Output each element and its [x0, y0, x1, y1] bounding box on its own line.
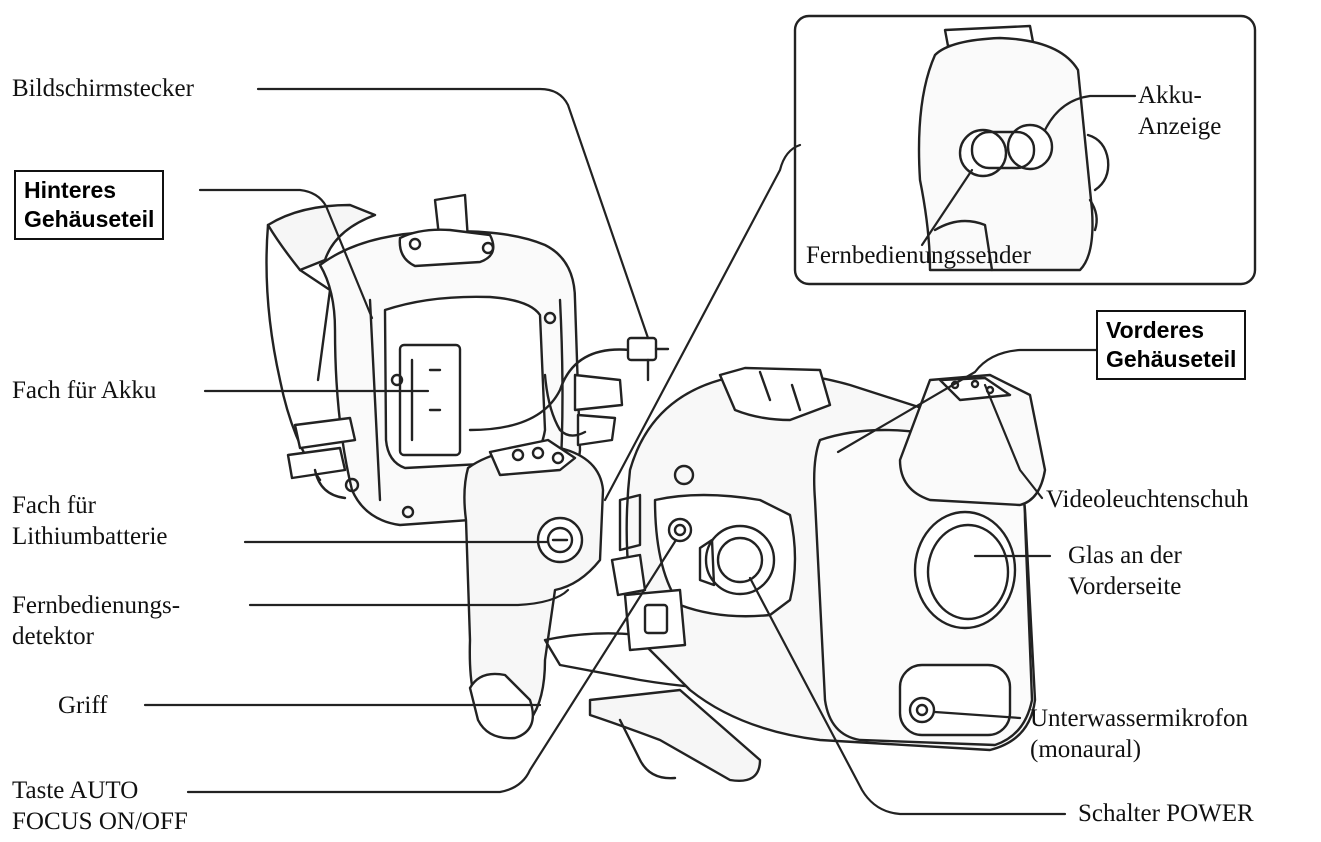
label-akku-anzeige: Akku- Anzeige — [1138, 80, 1221, 142]
label-hinteres-line2: Gehäuseteil — [24, 206, 155, 232]
remote-sender-inset — [793, 14, 1257, 286]
leader-lines — [143, 87, 1137, 816]
label-fernbedienungssender: Fernbedienungssender — [806, 242, 1031, 269]
grip — [463, 438, 762, 782]
label-taste-af-line1: Taste AUTO — [12, 777, 139, 804]
label-unterwassermikrofon: Unterwassermikrofon (monaural) — [1030, 703, 1248, 765]
label-fach-lithium-line1: Fach für — [12, 492, 96, 519]
label-taste-auto-focus: Taste AUTO FOCUS ON/OFF — [12, 775, 188, 837]
label-akku-anzeige-line2: Anzeige — [1138, 113, 1222, 140]
label-griff: Griff — [58, 692, 108, 719]
label-fernbed-detektor-line2: detektor — [12, 623, 94, 650]
label-akku-anzeige-line1: Akku- — [1138, 82, 1202, 109]
label-fernbedienungsdetektor: Fernbedienungs- detektor — [12, 590, 180, 652]
label-glas-line1: Glas an der — [1068, 542, 1182, 569]
label-hinteres-gehaeuseteil: Hinteres Gehäuseteil — [14, 170, 165, 240]
label-fach-akku: Fach für Akku — [12, 377, 157, 404]
label-fernbed-detektor-line1: Fernbedienungs- — [12, 592, 181, 619]
label-vorderes-line2: Gehäuseteil — [1106, 346, 1237, 372]
label-videoleuchtenschuh: Videoleuchtenschuh — [1046, 486, 1249, 513]
label-glas-vorderseite: Glas an der Vorderseite — [1068, 540, 1182, 602]
label-vorderes-line1: Vorderes — [1106, 317, 1205, 343]
label-mikro-line2: (monaural) — [1030, 736, 1142, 763]
label-fach-lithiumbatterie: Fach für Lithiumbatterie — [12, 490, 168, 552]
label-mikro-line1: Unterwassermikrofon — [1030, 705, 1248, 732]
front-housing-part — [610, 366, 1047, 752]
label-vorderes-gehaeuseteil: Vorderes Gehäuseteil — [1096, 310, 1247, 380]
label-taste-af-line2: FOCUS ON/OFF — [12, 808, 188, 835]
label-glas-line2: Vorderseite — [1068, 573, 1182, 600]
label-hinteres-line1: Hinteres — [24, 177, 117, 203]
label-fach-lithium-line2: Lithiumbatterie — [12, 523, 168, 550]
label-schalter-power: Schalter POWER — [1078, 800, 1254, 827]
label-bildschirmstecker: Bildschirmstecker — [12, 75, 194, 102]
